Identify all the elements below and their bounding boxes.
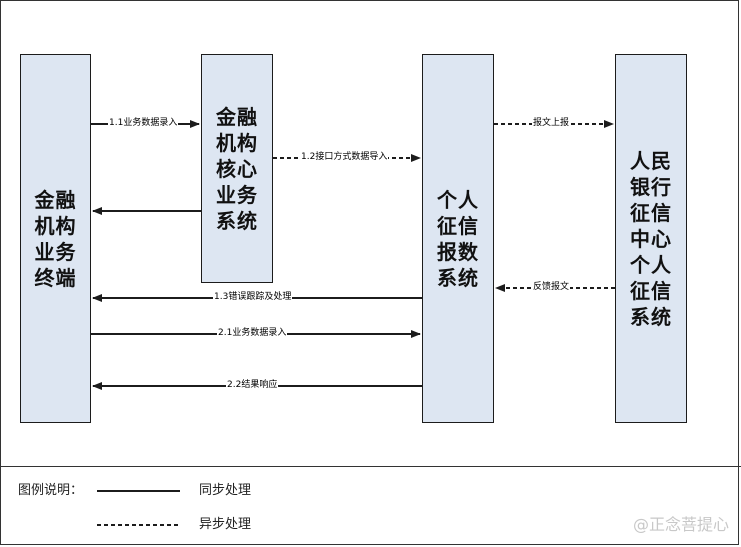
pboc-credit-center-box: 人民银行征信中心个人征信系统 [615, 54, 687, 423]
legend-async-label: 异步处理 [199, 517, 252, 532]
arrow-2-1-label: 2.1业务数据录入 [217, 328, 288, 339]
box-line: 人民 [630, 148, 672, 173]
box-line: 金融 [34, 187, 77, 212]
core-system-box: 金融机构核心业务系统 [201, 54, 273, 283]
credit-reporting-system-box: 个人征信报数系统 [422, 54, 494, 423]
pboc-credit-center-box-label: 人民银行征信中心个人征信系统 [630, 148, 672, 330]
legend-sync-label: 同步处理 [199, 483, 252, 498]
box-line: 征信 [630, 278, 672, 303]
box-line: 核心 [216, 156, 258, 181]
box-line: 个人 [630, 252, 672, 277]
box-line: 银行 [630, 174, 672, 199]
arrow-report-label: 报文上报 [532, 118, 571, 129]
legend-title: 图例说明： [18, 483, 84, 498]
box-line: 金融 [216, 104, 258, 129]
arrow-1-2-label: 1.2接口方式数据导入 [300, 152, 389, 163]
box-line: 终端 [34, 265, 77, 290]
watermark: @正念菩提心 [632, 515, 729, 534]
box-line: 系统 [630, 304, 672, 329]
arrow-2-2-label: 2.2结果响应 [226, 380, 279, 391]
box-line: 个人 [437, 187, 479, 212]
box-line: 征信 [437, 213, 479, 238]
arrow-1-1-label: 1.1业务数据录入 [108, 118, 179, 129]
box-line: 机构 [216, 130, 258, 155]
box-line: 业务 [34, 239, 77, 264]
box-line: 征信 [630, 200, 672, 225]
box-line: 中心 [630, 226, 672, 251]
box-line: 业务 [216, 182, 258, 207]
arrow-1-3-label: 1.3错误跟踪及处理 [213, 292, 293, 303]
terminal-box: 金融机构业务终端 [20, 54, 91, 423]
box-line: 系统 [437, 265, 479, 290]
box-line: 机构 [34, 213, 77, 238]
credit-reporting-system-box-label: 个人征信报数系统 [437, 187, 479, 291]
terminal-box-label: 金融机构业务终端 [35, 187, 77, 291]
box-line: 报数 [437, 239, 479, 264]
core-system-box-label: 金融机构核心业务系统 [216, 104, 258, 234]
arrow-feedback-label: 反馈报文 [532, 282, 571, 293]
legend-separator [0, 466, 741, 467]
box-line: 系统 [216, 208, 258, 233]
